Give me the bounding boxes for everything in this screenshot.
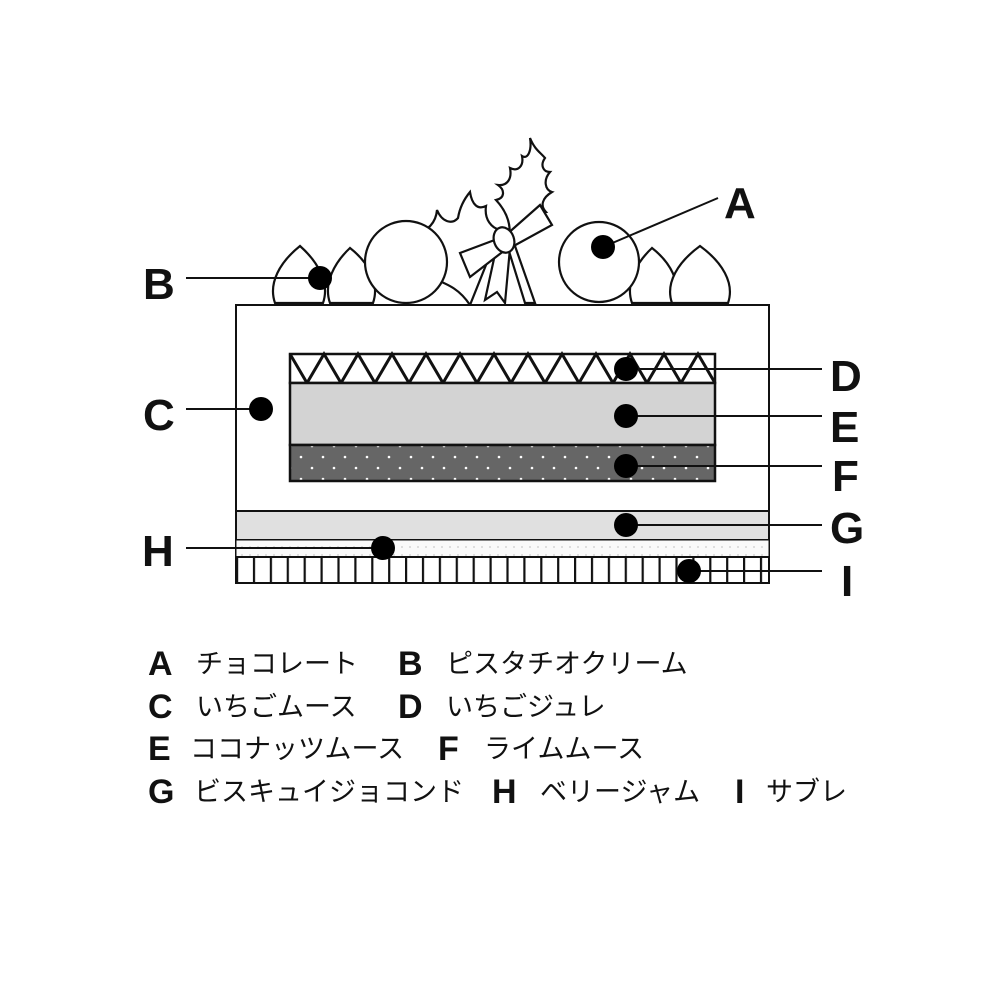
legend-name: サブレ bbox=[766, 777, 847, 808]
layer-F-lime-mousse bbox=[288, 443, 717, 483]
callout-label-B: B bbox=[143, 260, 175, 309]
top-decorations bbox=[271, 137, 731, 308]
legend-letter: H bbox=[492, 773, 517, 811]
legend-letter: A bbox=[148, 645, 173, 683]
legend-name: チョコレート bbox=[196, 649, 358, 680]
callout-label-D: D bbox=[830, 352, 862, 401]
marker-A bbox=[591, 235, 615, 259]
legend-name: ベリージャム bbox=[540, 777, 700, 808]
legend-name: ピスタチオクリーム bbox=[446, 649, 688, 680]
callout-label-E: E bbox=[830, 403, 859, 452]
marker-H bbox=[371, 536, 395, 560]
meringue-4 bbox=[669, 244, 731, 305]
legend-name: ビスキュイジョコンド bbox=[194, 777, 464, 808]
callouts: A B C D E F G H I bbox=[142, 179, 864, 606]
marker-D bbox=[614, 357, 638, 381]
chocolate-ball-left bbox=[363, 219, 449, 305]
legend-letter: F bbox=[438, 730, 459, 768]
marker-C bbox=[249, 397, 273, 421]
callout-label-I: I bbox=[841, 557, 853, 606]
callout-label-H: H bbox=[142, 527, 174, 576]
legend-letter: C bbox=[148, 688, 173, 726]
legend-letter: I bbox=[735, 773, 744, 811]
layer-E-coconut-mousse bbox=[288, 381, 717, 447]
legend-letter: B bbox=[398, 645, 423, 683]
marker-B bbox=[308, 266, 332, 290]
legend-name: ココナッツムース bbox=[190, 734, 404, 765]
legend-letter: G bbox=[148, 773, 174, 811]
legend-name: ライムムース bbox=[484, 734, 644, 765]
bow-knot bbox=[492, 226, 516, 254]
callout-label-A: A bbox=[724, 179, 756, 228]
cake-body bbox=[235, 304, 770, 584]
legend-letter: D bbox=[398, 688, 423, 726]
legend-letter: E bbox=[148, 730, 171, 768]
marker-I bbox=[677, 559, 701, 583]
callout-label-G: G bbox=[830, 504, 864, 553]
marker-F bbox=[614, 454, 638, 478]
marker-E bbox=[614, 404, 638, 428]
meringue-1 bbox=[271, 244, 327, 305]
legend: A チョコレート B ピスタチオクリーム C いちごムース D いちごジュレ E… bbox=[148, 645, 847, 811]
callout-label-C: C bbox=[143, 391, 175, 440]
marker-G bbox=[614, 513, 638, 537]
legend-name: いちごムース bbox=[196, 692, 357, 723]
legend-name: いちごジュレ bbox=[446, 692, 606, 723]
chocolate-ball-right bbox=[557, 220, 641, 304]
callout-label-F: F bbox=[832, 452, 859, 501]
layer-D-zigzag bbox=[288, 351, 717, 386]
